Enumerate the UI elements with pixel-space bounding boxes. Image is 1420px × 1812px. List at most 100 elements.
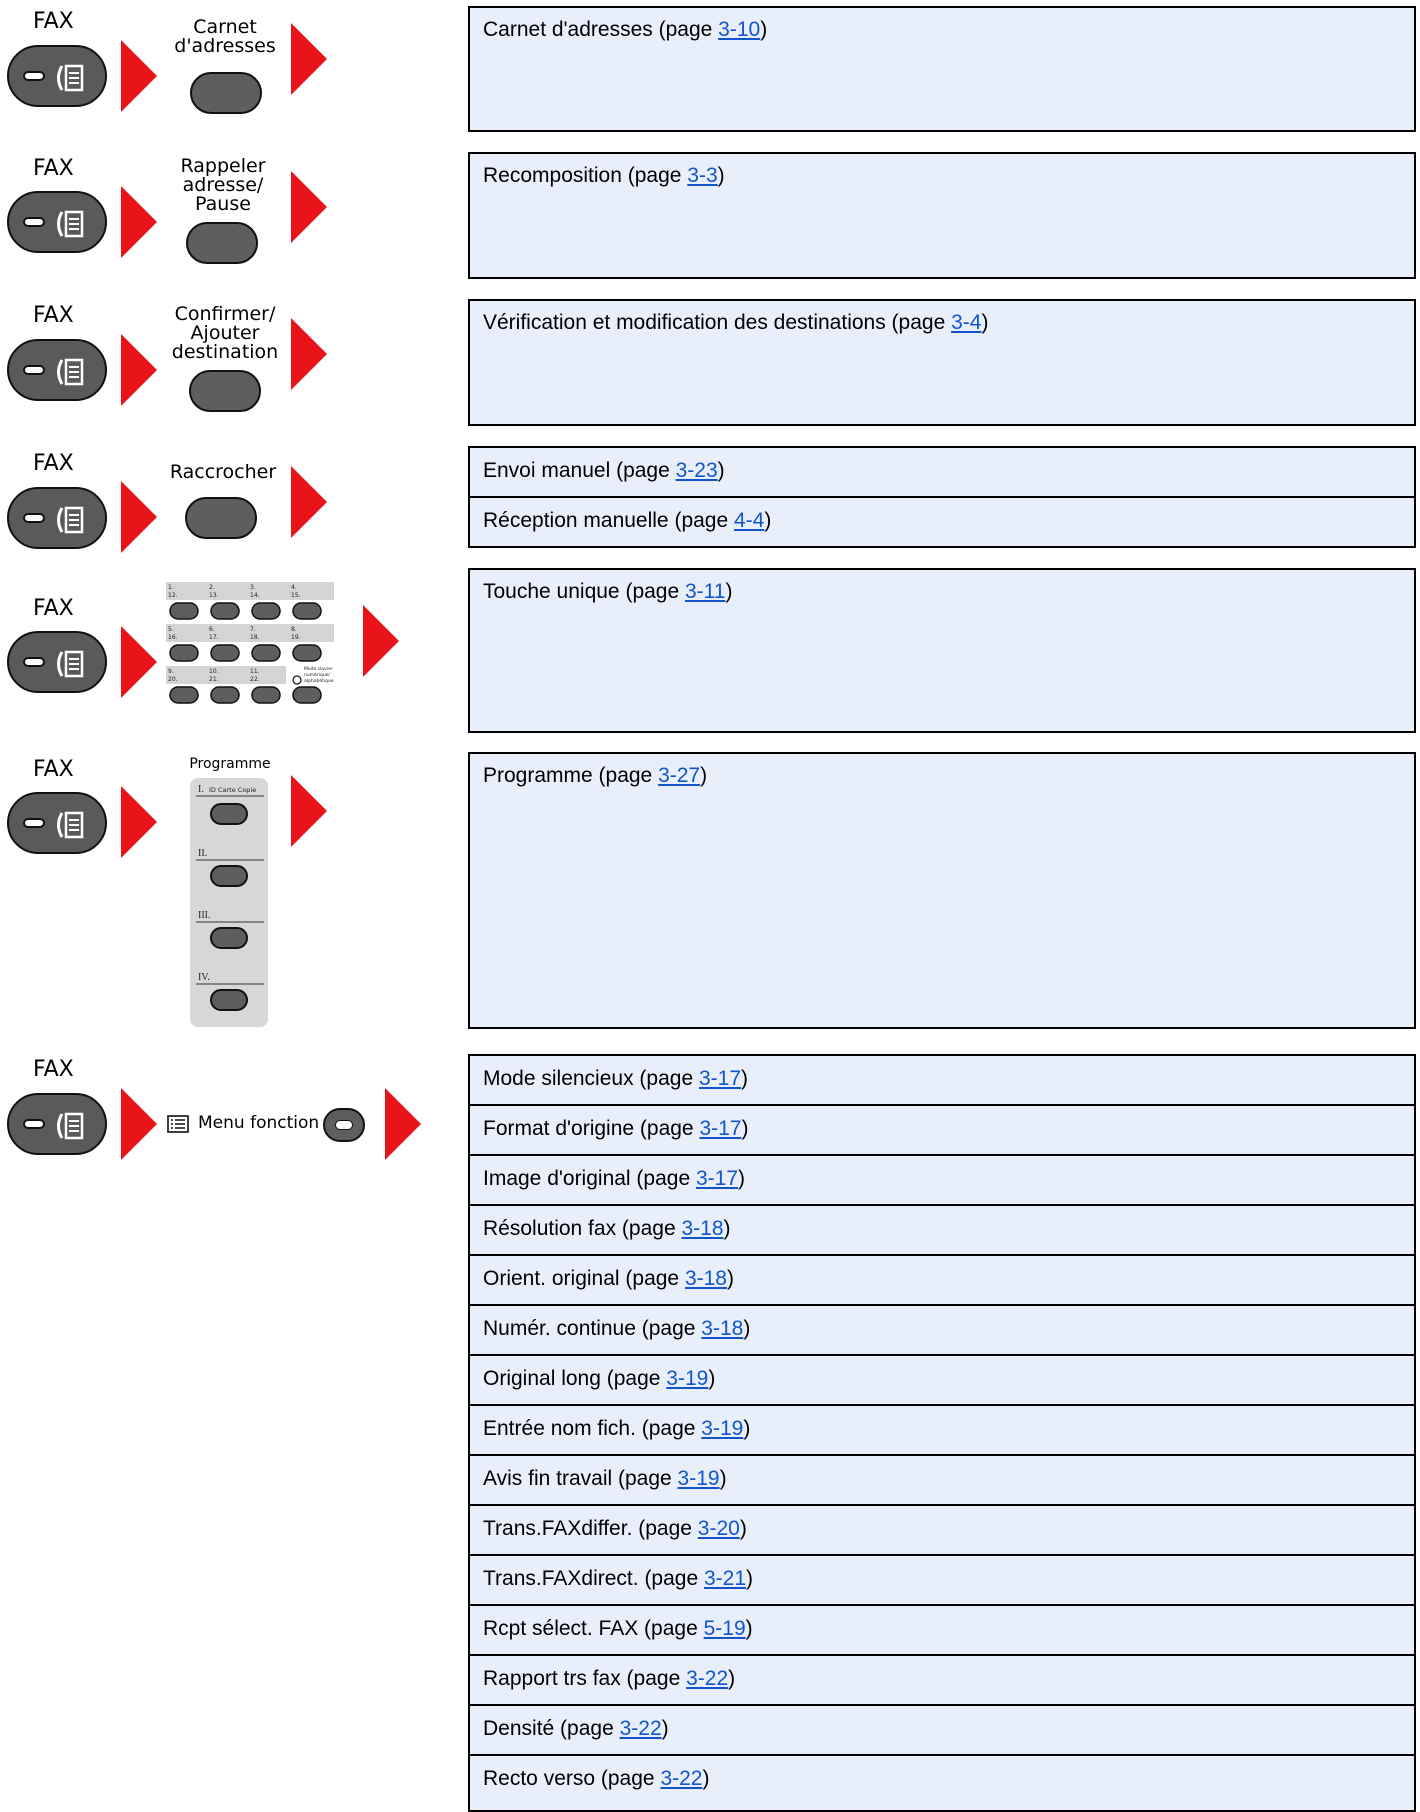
- confirm-add-destination-key[interactable]: [189, 370, 261, 412]
- row-text-after: ): [708, 1367, 716, 1390]
- page-link[interactable]: 3-3: [687, 164, 718, 187]
- page-link[interactable]: 3-21: [703, 1567, 747, 1590]
- one-touch-key-5[interactable]: [169, 644, 199, 662]
- one-touch-key-4[interactable]: [292, 602, 322, 620]
- page-link[interactable]: 3-19: [666, 1367, 709, 1390]
- row-text-after: ): [700, 764, 708, 787]
- keypad-num: 15.: [291, 592, 301, 599]
- page-link[interactable]: 3-19: [701, 1417, 744, 1440]
- arrow-right-icon: [291, 23, 327, 95]
- fax-button[interactable]: [7, 487, 107, 549]
- page-link[interactable]: 3-22: [686, 1667, 729, 1690]
- one-touch-key-10[interactable]: [210, 686, 240, 704]
- fax-button[interactable]: [7, 631, 107, 693]
- page-link[interactable]: 3-22: [619, 1717, 662, 1740]
- one-touch-key-11[interactable]: [251, 686, 281, 704]
- one-touch-key-2[interactable]: [210, 602, 240, 620]
- fax-label: FAX: [33, 1057, 74, 1082]
- fax-label: FAX: [33, 9, 74, 34]
- row-text-after: ): [739, 1517, 747, 1540]
- keypad-num: 22.: [250, 676, 260, 683]
- row-text-after: ): [743, 1317, 751, 1340]
- row-text: Original long (page: [483, 1367, 667, 1390]
- keypad-num: 7.: [250, 626, 256, 633]
- fax-icon: [57, 1112, 84, 1140]
- page-link[interactable]: 3-20: [697, 1517, 740, 1540]
- fax-icon: [57, 64, 84, 92]
- page-link[interactable]: 4-4: [734, 509, 765, 532]
- page-link[interactable]: 3-10: [718, 18, 761, 41]
- program-key-4[interactable]: [210, 989, 248, 1011]
- program-key-1[interactable]: [210, 803, 248, 825]
- page-link[interactable]: 3-19: [677, 1467, 720, 1490]
- page-link[interactable]: 3-17: [698, 1067, 741, 1090]
- function-menu-key[interactable]: [323, 1108, 365, 1142]
- one-touch-key-6[interactable]: [210, 644, 240, 662]
- led-indicator: [23, 71, 45, 81]
- arrow-right-icon: [121, 481, 157, 553]
- keypad-num: 21.: [209, 676, 219, 683]
- program-key-3[interactable]: [210, 927, 248, 949]
- menu-row: Densité (page 3-22): [470, 1706, 1414, 1756]
- keypad-num: 16.: [168, 634, 178, 641]
- fax-icon: [57, 506, 84, 534]
- reference-row: Programme (page 3-27): [470, 754, 1414, 798]
- program-key-2[interactable]: [210, 865, 248, 887]
- one-touch-key-3[interactable]: [251, 602, 281, 620]
- row-text-after: ): [661, 1717, 669, 1740]
- fax-button[interactable]: [7, 45, 107, 107]
- page-link[interactable]: 3-23: [675, 459, 718, 482]
- mode-toggle-key[interactable]: [292, 686, 322, 704]
- menu-row: Résolution fax (page 3-18): [470, 1206, 1414, 1256]
- one-touch-key-8[interactable]: [292, 644, 322, 662]
- menu-row: Format d'origine (page 3-17): [470, 1106, 1414, 1156]
- page-link[interactable]: 3-22: [660, 1767, 703, 1790]
- fax-button[interactable]: [7, 1093, 107, 1155]
- arrow-right-icon: [385, 1088, 421, 1160]
- mode-text: Mode clavier: [304, 666, 333, 672]
- reference-row: Réception manuelle (page 4-4): [470, 498, 1414, 548]
- fax-button[interactable]: [7, 792, 107, 854]
- arrow-right-icon: [291, 171, 327, 243]
- address-book-key[interactable]: [190, 72, 262, 114]
- keypad-num: 11.: [250, 668, 260, 675]
- reference-box: Programme (page 3-27): [468, 752, 1416, 1029]
- program-slot-number: II.: [198, 848, 207, 859]
- one-touch-key-9[interactable]: [169, 686, 199, 704]
- page-link[interactable]: 3-18: [701, 1317, 744, 1340]
- reference-box: Envoi manuel (page 3-23) Réception manue…: [468, 446, 1416, 548]
- row-text-after: ): [725, 580, 733, 603]
- program-slot-number: III.: [198, 910, 211, 921]
- menu-row: Rcpt sélect. FAX (page 5-19): [470, 1606, 1414, 1656]
- redial-pause-key[interactable]: [186, 222, 258, 264]
- row-text-after: ): [741, 1067, 748, 1090]
- page-link[interactable]: 3-11: [685, 580, 726, 603]
- fax-button[interactable]: [7, 191, 107, 253]
- reference-box: Recomposition (page 3-3): [468, 152, 1416, 279]
- page-link[interactable]: 3-4: [951, 311, 982, 334]
- page-link[interactable]: 3-17: [695, 1167, 739, 1190]
- page-link[interactable]: 3-18: [684, 1267, 727, 1290]
- key-label-line: Confirmer/: [174, 303, 276, 325]
- one-touch-key-1[interactable]: [169, 602, 199, 620]
- row-text-after: ): [764, 509, 772, 532]
- page-link[interactable]: 3-17: [699, 1117, 742, 1140]
- row-text-after: ): [743, 1417, 751, 1440]
- menu-row: Avis fin travail (page 3-19): [470, 1456, 1414, 1506]
- row-text-after: ): [717, 459, 725, 482]
- key-label-line: Ajouter: [190, 322, 260, 344]
- menu-function-label: Menu fonction: [198, 1113, 320, 1133]
- on-hook-key[interactable]: [185, 497, 257, 539]
- key-label-line: d'adresses: [174, 35, 276, 57]
- row-text-after: ): [746, 1567, 754, 1590]
- one-touch-key-7[interactable]: [251, 644, 281, 662]
- page-link[interactable]: 3-27: [658, 764, 701, 787]
- fax-button[interactable]: [7, 339, 107, 401]
- keypad-label-strip: [166, 624, 334, 642]
- reference-box: Carnet d'adresses (page 3-10): [468, 6, 1416, 132]
- menu-list-icon: [167, 1115, 189, 1133]
- menu-row: Recto verso (page 3-22): [470, 1756, 1414, 1806]
- keypad-num: 1.: [168, 584, 174, 591]
- page-link[interactable]: 3-18: [681, 1217, 724, 1240]
- page-link[interactable]: 5-19: [703, 1617, 746, 1640]
